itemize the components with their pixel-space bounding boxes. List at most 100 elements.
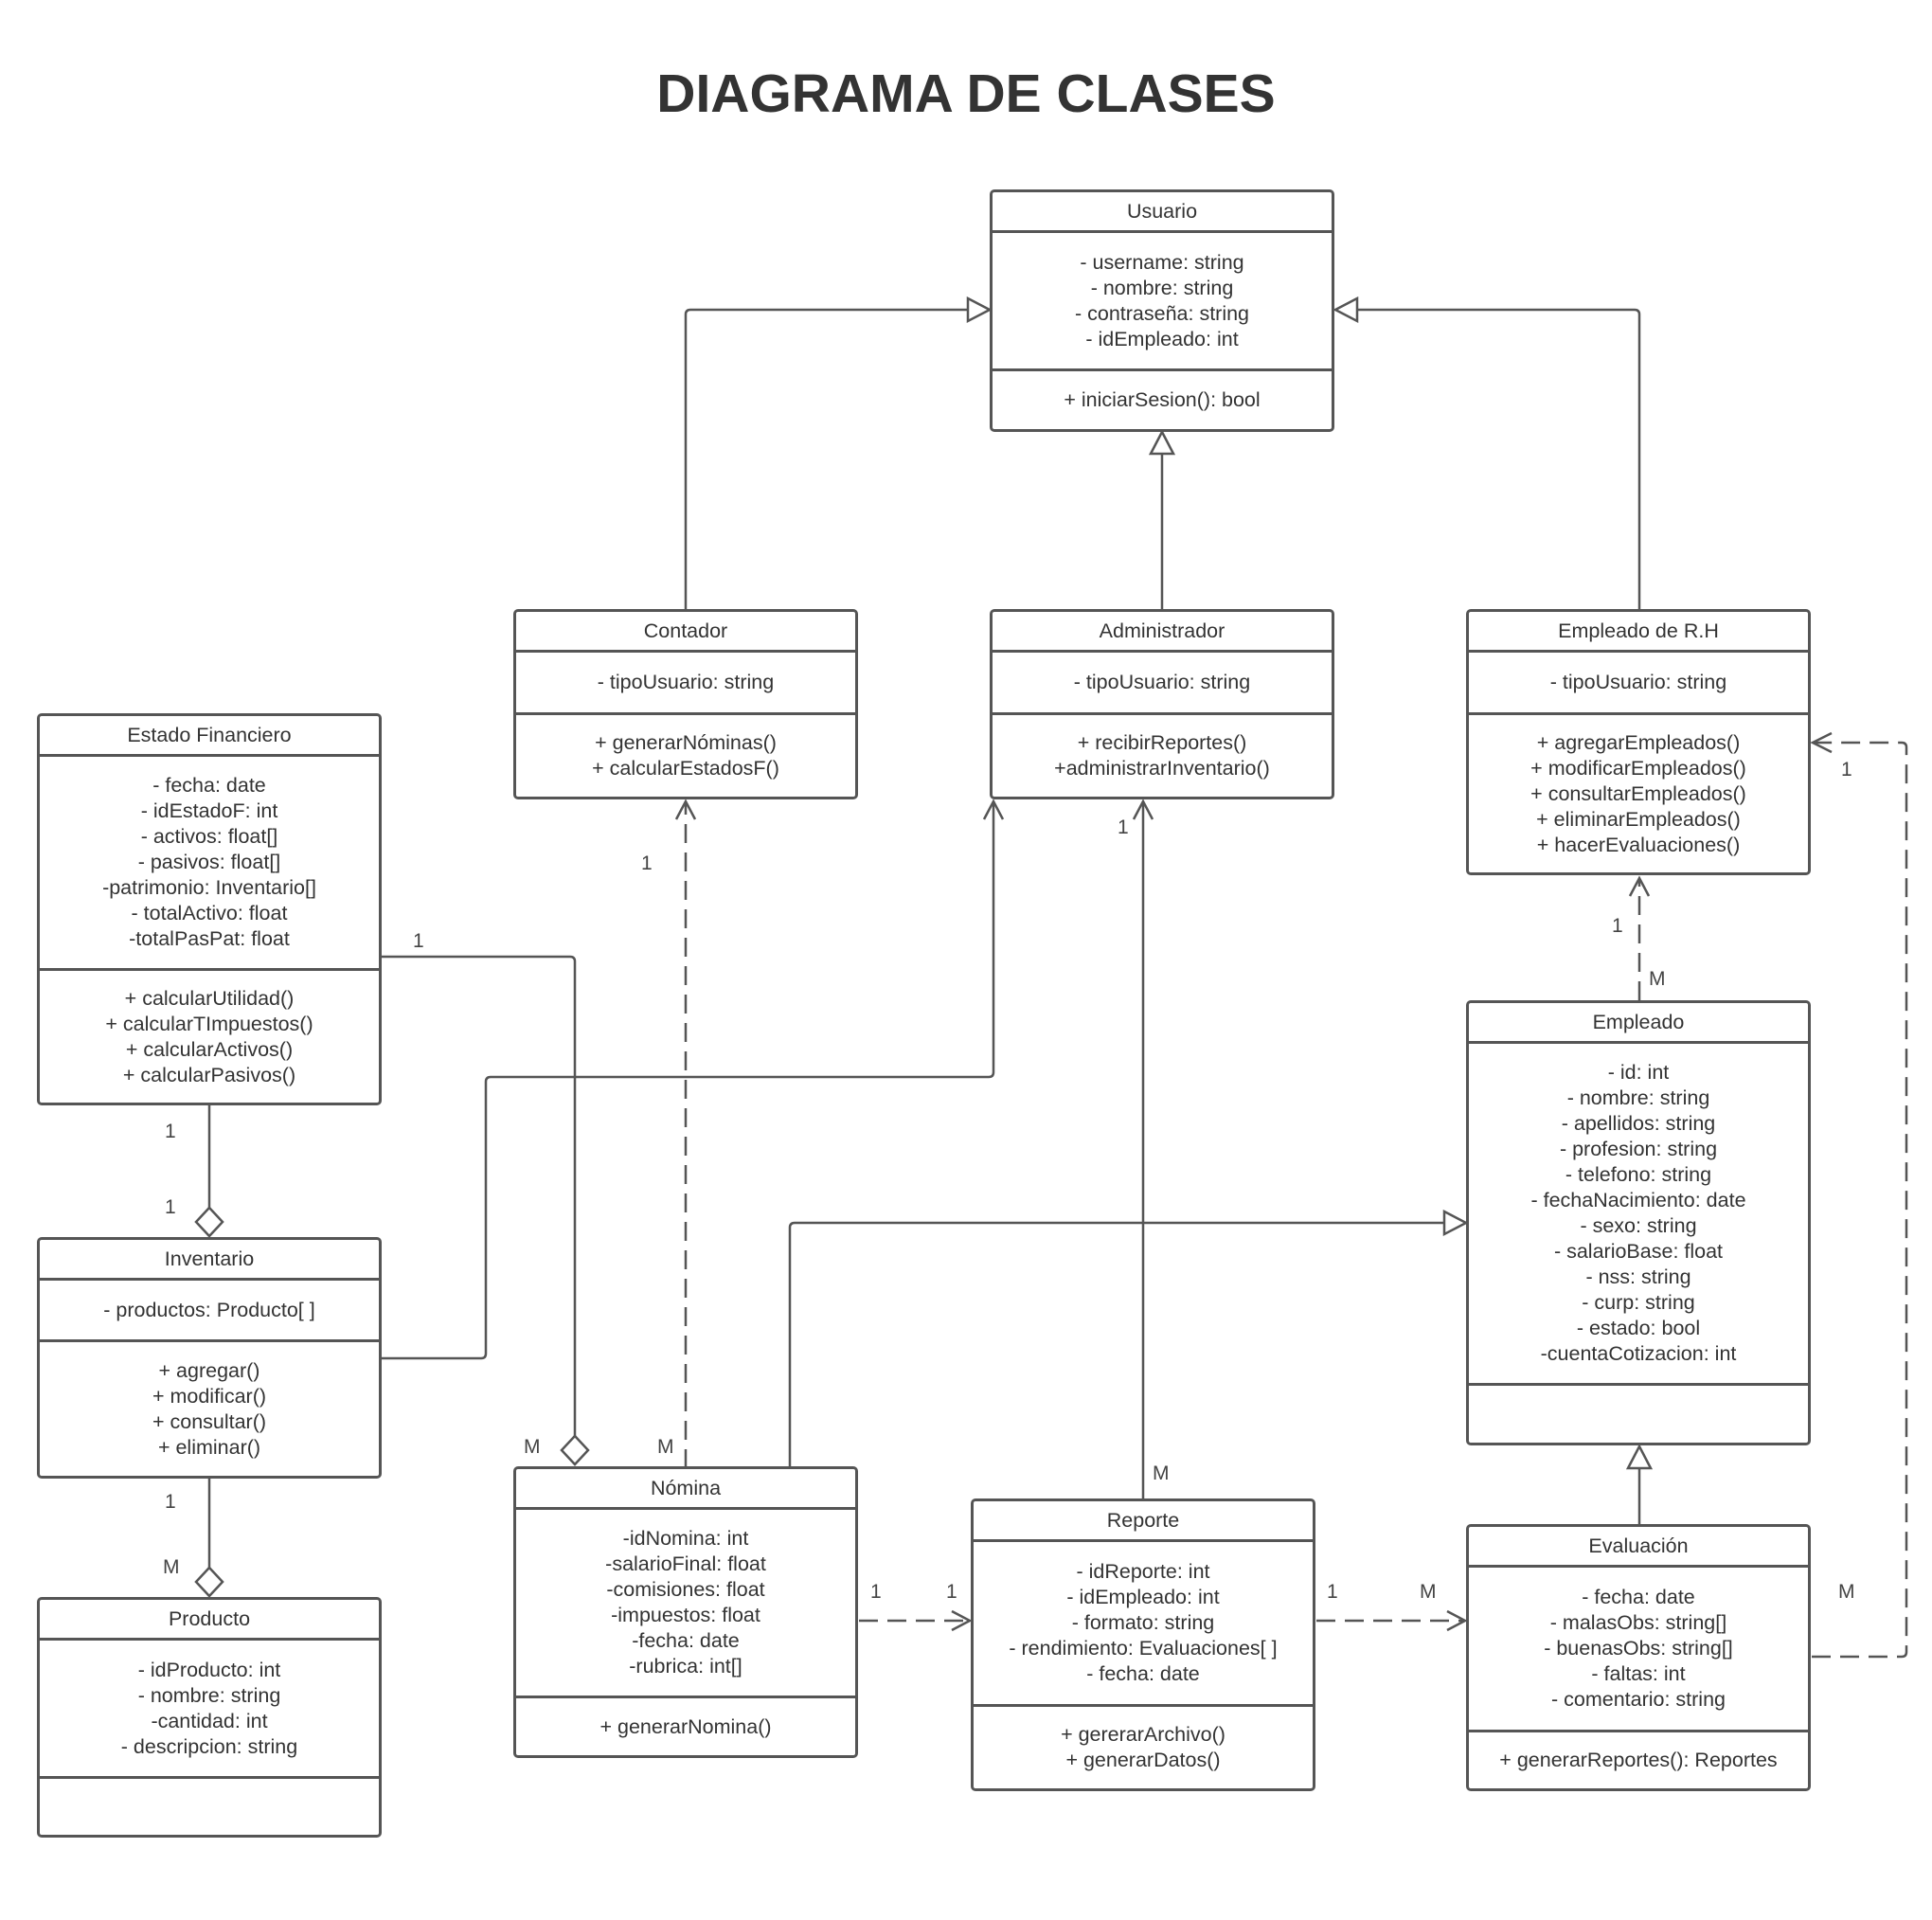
method: + iniciarSesion(): bool: [1064, 388, 1261, 411]
association-inventario-admin: [381, 801, 995, 1360]
aggregation-diamond-nomina: [560, 1434, 590, 1466]
method: + calcularEstadosF(): [592, 757, 779, 780]
attribute: -fecha: date: [632, 1629, 740, 1652]
association-arrowhead-admin: [1132, 799, 1154, 820]
attributes-section: - tipoUsuario: string: [993, 653, 1332, 715]
class-administrador[interactable]: Administrador - tipoUsuario: string + re…: [990, 609, 1334, 799]
attribute: - faltas: int: [1591, 1662, 1686, 1685]
methods-section: + iniciarSesion(): bool: [993, 371, 1332, 429]
multiplicity-label: 1: [1327, 1581, 1338, 1603]
multiplicity-label: M: [657, 1436, 674, 1458]
attribute: - username: string: [1080, 250, 1244, 274]
class-reporte[interactable]: Reporte - idReporte: int - idEmpleado: i…: [971, 1498, 1315, 1791]
attribute: - productos: Producto[ ]: [103, 1298, 315, 1321]
methods-section: + generarNomina(): [516, 1698, 855, 1755]
diagram-title: DIAGRAMA DE CLASES: [656, 63, 1276, 124]
method: + generarNomina(): [599, 1714, 772, 1738]
attributes-section: - tipoUsuario: string: [516, 653, 855, 715]
multiplicity-label: M: [1649, 968, 1666, 990]
methods-section: + generarReportes(): Reportes: [1469, 1732, 1808, 1788]
class-producto[interactable]: Producto - idProducto: int - nombre: str…: [37, 1597, 382, 1838]
method: + agregar(): [158, 1358, 260, 1382]
attribute: -idNomina: int: [622, 1527, 749, 1550]
multiplicity-label: M: [1420, 1581, 1437, 1603]
class-estado-financiero[interactable]: Estado Financiero - fecha: date - idEsta…: [37, 713, 382, 1105]
generalization-arrowhead-contador: [966, 296, 993, 324]
multiplicity-label: 1: [641, 852, 653, 874]
attribute: - malasObs: string[]: [1549, 1611, 1727, 1634]
method: + calcularTImpuestos(): [105, 1012, 313, 1035]
attributes-section: - productos: Producto[ ]: [40, 1281, 379, 1342]
class-name: Evaluación: [1469, 1527, 1808, 1568]
class-name: Producto: [40, 1600, 379, 1641]
attribute: - salarioBase: float: [1553, 1240, 1724, 1263]
aggregation-diamond-inventario: [194, 1206, 224, 1238]
multiplicity-label: M: [524, 1436, 541, 1458]
aggregation-nomina-ef: [381, 955, 577, 1436]
multiplicity-label: M: [1838, 1581, 1855, 1603]
multiplicity-label: 1: [1612, 915, 1623, 937]
attribute: - sexo: string: [1580, 1214, 1697, 1237]
attribute: -cuentaCotizacion: int: [1540, 1342, 1737, 1365]
attribute: -salarioFinal: float: [605, 1552, 766, 1575]
class-inventario[interactable]: Inventario - productos: Producto[ ] + ag…: [37, 1237, 382, 1479]
attribute: - idProducto: int: [137, 1658, 281, 1681]
attribute: - profesion: string: [1559, 1138, 1718, 1160]
class-empleado[interactable]: Empleado - id: int - nombre: string - ap…: [1466, 1000, 1811, 1445]
attribute: - descripcion: string: [120, 1734, 298, 1758]
attribute: - telefono: string: [1565, 1163, 1712, 1186]
class-name: Contador: [516, 612, 855, 653]
attribute: - fecha: date: [152, 774, 266, 797]
generalization-arrowhead-rh: [1333, 296, 1359, 324]
method: + recibirReportes(): [1077, 731, 1247, 754]
class-name: Empleado: [1469, 1003, 1808, 1044]
class-name: Reporte: [974, 1501, 1313, 1542]
class-evaluacion[interactable]: Evaluación - fecha: date - malasObs: str…: [1466, 1524, 1811, 1791]
multiplicity-label: 1: [870, 1581, 882, 1603]
attribute: - nombre: string: [1090, 276, 1234, 299]
multiplicity-label: 1: [165, 1121, 176, 1142]
methods-section: + recibirReportes() +administrarInventar…: [993, 715, 1332, 797]
dependency-arrowhead-rh: [1628, 875, 1651, 897]
attributes-section: - tipoUsuario: string: [1469, 653, 1808, 715]
attribute: - apellidos: string: [1561, 1112, 1716, 1135]
methods-section: + gererarArchivo() + generarDatos(): [974, 1707, 1313, 1788]
class-empleado-rh[interactable]: Empleado de R.H - tipoUsuario: string + …: [1466, 609, 1811, 875]
generalization-contador-usuario: [684, 308, 968, 611]
class-nomina[interactable]: Nómina -idNomina: int -salarioFinal: flo…: [513, 1466, 858, 1758]
method: + generarNóminas(): [595, 731, 777, 754]
method: + modificar(): [152, 1384, 267, 1408]
method: + generarReportes(): Reportes: [1499, 1749, 1778, 1771]
attribute: - nombre: string: [1566, 1086, 1710, 1109]
generalization-arrowhead-admin: [1148, 429, 1176, 456]
attribute: -comisiones: float: [606, 1578, 765, 1601]
multiplicity-label: 1: [165, 1196, 176, 1218]
generalization-nomina-empleado: [788, 1221, 1444, 1468]
attribute: - activos: float[]: [140, 825, 278, 848]
attribute: - nombre: string: [137, 1683, 281, 1707]
attribute: - fechaNacimiento: date: [1530, 1189, 1746, 1211]
class-name: Nómina: [516, 1469, 855, 1510]
attribute: -totalPasPat: float: [129, 927, 290, 950]
attribute: - nss: string: [1585, 1265, 1691, 1288]
method: + calcularUtilidad(): [124, 986, 295, 1010]
generalization-arrowhead-evaluacion: [1625, 1444, 1654, 1470]
multiplicity-label: 1: [946, 1581, 957, 1603]
attributes-section: -idNomina: int -salarioFinal: float -com…: [516, 1510, 855, 1698]
class-contador[interactable]: Contador - tipoUsuario: string + generar…: [513, 609, 858, 799]
generalization-rh-usuario: [1357, 308, 1641, 611]
class-name: Usuario: [993, 192, 1332, 233]
dependency-arrowhead-reporte: [951, 1609, 973, 1632]
dependency-arrowhead-evaluacion: [1446, 1609, 1468, 1632]
methods-section: + generarNóminas() + calcularEstadosF(): [516, 715, 855, 797]
attribute: - estado: bool: [1576, 1317, 1701, 1339]
multiplicity-label: M: [163, 1556, 180, 1578]
attribute: -cantidad: int: [151, 1709, 268, 1732]
attribute: - fecha: date: [1582, 1586, 1695, 1608]
attributes-section: - fecha: date - idEstadoF: int - activos…: [40, 757, 379, 971]
attribute: -impuestos: float: [611, 1604, 760, 1626]
methods-section: [40, 1779, 379, 1835]
methods-section: + calcularUtilidad() + calcularTImpuesto…: [40, 971, 379, 1103]
attribute: - idEmpleado: int: [1066, 1586, 1220, 1608]
class-usuario[interactable]: Usuario - username: string - nombre: str…: [990, 189, 1334, 432]
